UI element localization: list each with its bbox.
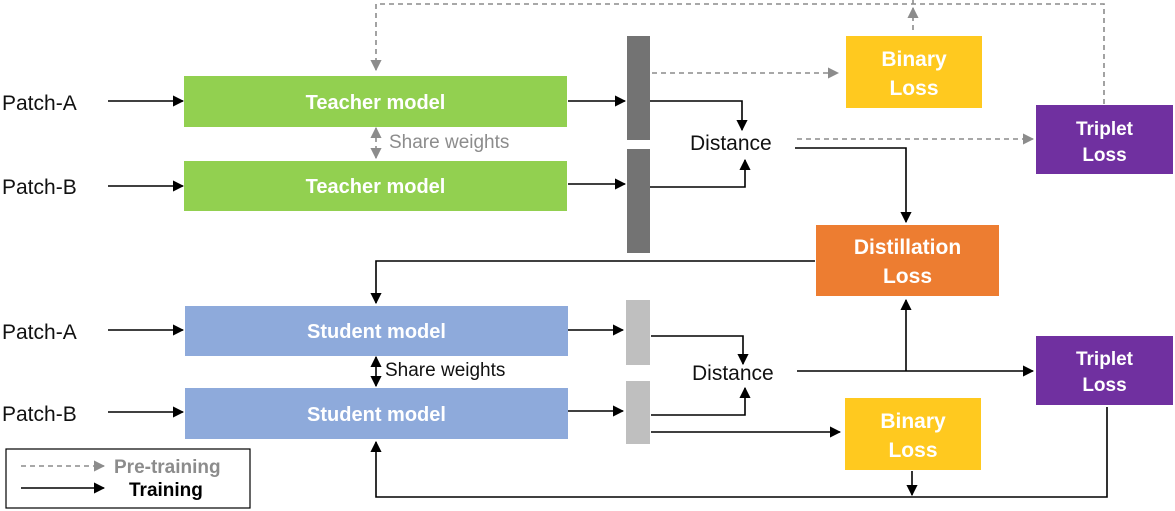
triplet-loss-student-line2: Loss — [1082, 375, 1126, 396]
binary-loss-student-line1: Binary — [880, 410, 946, 433]
binary-loss-teacher-line1: Binary — [881, 48, 947, 71]
triplet-loss-student: Triplet Loss — [1036, 336, 1173, 405]
teacher-distance-label: Distance — [690, 132, 772, 155]
binary-loss-student-line2: Loss — [888, 439, 937, 462]
binary-loss-student: Binary Loss — [845, 398, 981, 470]
student-model-bottom: Student model — [185, 388, 568, 439]
teacher-input-b-label: Patch-B — [2, 176, 77, 199]
student-share-weights-label: Share weights — [385, 360, 505, 381]
legend-box — [5, 448, 251, 509]
training-connectors — [108, 95, 1108, 498]
triplet-loss-teacher-line2: Loss — [1082, 145, 1126, 166]
student-feature-a — [626, 300, 650, 365]
triplet-loss-teacher-line1: Triplet — [1076, 119, 1134, 140]
teacher-model-top: Teacher model — [184, 76, 567, 127]
student-model-top-label: Student model — [307, 321, 446, 343]
student-input-b-label: Patch-B — [2, 403, 77, 426]
student-distance-label: Distance — [692, 362, 774, 385]
teacher-model-bottom: Teacher model — [184, 161, 567, 211]
teacher-feature-b — [627, 149, 650, 253]
distillation-loss: Distillation Loss — [816, 225, 999, 296]
teacher-share-weights-label: Share weights — [389, 132, 509, 153]
legend-training-label: Training — [129, 480, 203, 501]
binary-loss-teacher-line2: Loss — [889, 77, 938, 100]
student-feature-b — [626, 381, 650, 444]
teacher-model-top-label: Teacher model — [306, 92, 446, 114]
distillation-loss-line1: Distillation — [854, 236, 961, 259]
triplet-loss-teacher: Triplet Loss — [1036, 105, 1173, 174]
distillation-loss-line2: Loss — [883, 265, 932, 288]
legend: Pre-training Training — [5, 448, 251, 509]
triplet-loss-student-line1: Triplet — [1076, 349, 1134, 370]
legend-pretraining-label: Pre-training — [114, 457, 221, 478]
binary-loss-teacher: Binary Loss — [846, 36, 982, 108]
student-model-top: Student model — [185, 306, 568, 356]
student-input-a-label: Patch-A — [2, 321, 77, 344]
pretraining-connectors — [370, 0, 1105, 160]
teacher-feature-a — [627, 36, 650, 140]
student-model-bottom-label: Student model — [307, 404, 446, 426]
teacher-input-a-label: Patch-A — [2, 92, 77, 115]
teacher-model-bottom-label: Teacher model — [306, 176, 446, 198]
